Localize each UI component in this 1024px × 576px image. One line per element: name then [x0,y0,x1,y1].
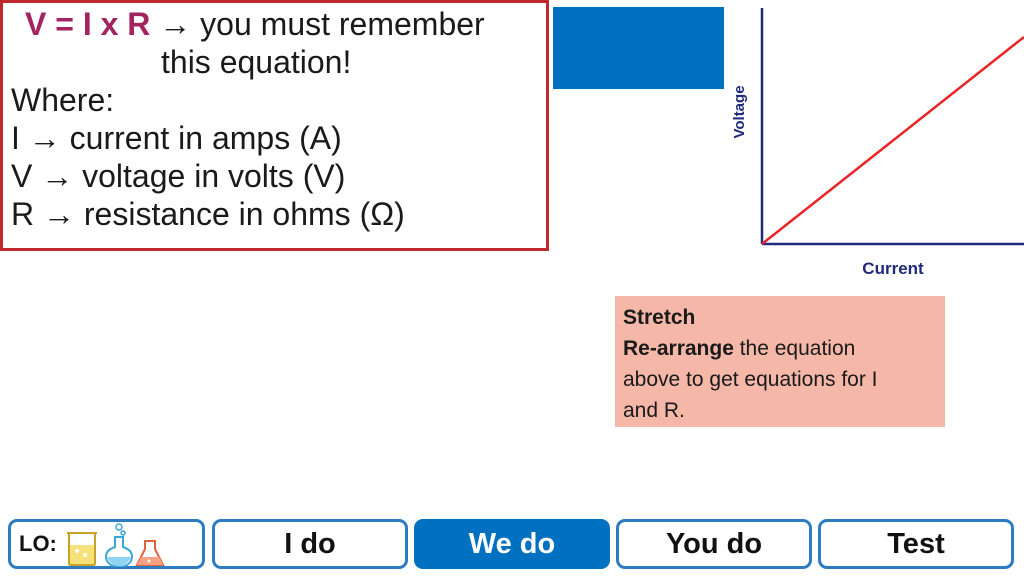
definition-voltage: V → voltage in volts (V) [11,157,345,195]
definition-symbol: I [11,120,20,156]
we-do-button[interactable]: We do [414,519,610,569]
conical-flask-icon [135,540,165,566]
equation-line-2: this equation! [161,44,352,80]
definition-symbol: V [11,158,33,194]
definition-resistance: R → resistance in ohms (Ω) [11,195,405,233]
you-do-button[interactable]: You do [616,519,812,569]
x-axis-label: Current [862,259,924,278]
stretch-text-2: above to get equations for I [623,368,878,391]
definition-current: I → current in amps (A) [11,119,342,157]
definition-text: current in amps (A) [60,120,342,156]
round-flask-icon [104,523,133,567]
test-button[interactable]: Test [818,519,1014,569]
proportional-line [761,36,1024,245]
stretch-box: Stretch Re-arrange the equation above to… [615,296,945,427]
arrow-icon: → [159,6,192,42]
lo-label: LO: [19,531,57,556]
equation-reminder: you must remember [191,6,485,42]
equation-line-1: V = I x R → you must remember [25,5,485,43]
voltage-current-graph: Voltage Current [731,8,1024,278]
stretch-text-1: the equation [733,337,856,360]
i-do-button[interactable]: I do [212,519,408,569]
definition-text: voltage in volts (V) [73,158,346,194]
arrow-icon: → [43,196,75,232]
arrow-icon: → [28,120,61,156]
stretch-title: Stretch [623,306,696,329]
where-label: Where: [11,82,115,118]
beaker-icon [66,532,97,566]
lo-button[interactable]: LO: [8,519,205,569]
definition-symbol: R [11,196,35,232]
stretch-bold: Re-arrange [623,337,734,360]
equation-box: V = I x R → you must remember this equat… [0,0,549,251]
arrow-icon: → [41,158,74,194]
stretch-text-3: and R. [623,399,685,422]
definition-text: resistance in ohms (Ω) [75,196,405,232]
y-axis-label: Voltage [731,85,748,138]
science-icons [66,523,165,567]
blue-banner [553,7,724,89]
equation-formula: V = I x R [25,6,151,42]
